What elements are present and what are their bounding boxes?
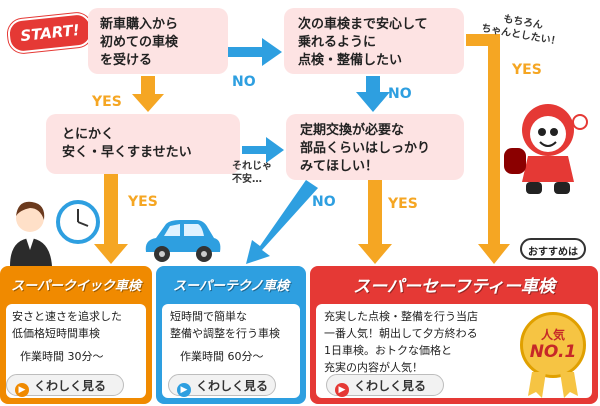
card-title: スーパーセーフティー車検: [353, 277, 555, 297]
card-title: スーパークイック車検: [11, 279, 141, 294]
side-note-line: それじゃ: [232, 161, 272, 172]
yes-label: YES: [128, 194, 158, 210]
q3-line: 安く・早くすませたい: [62, 145, 192, 160]
no-label: NO: [232, 74, 256, 90]
button-label: くわしく見る: [34, 379, 107, 393]
side-note-line: 不安…: [232, 174, 262, 185]
card-desc-line: 整備や調整を行う車検: [170, 327, 280, 340]
card-super-techno: スーパーテクノ車検 短時間で簡単な 整備や調整を行う車検 作業時間 60分～ ▶…: [156, 266, 306, 404]
detail-button-safety[interactable]: ▶ くわしく見る: [326, 374, 444, 397]
card-desc-line: 充実した点検・整備を行う当店: [324, 310, 478, 323]
q3-line: とにかく: [62, 127, 115, 142]
card-desc-line: 充実の内容が人気！: [324, 361, 423, 374]
question-box-1: 新車購入から 初めての車検 を受ける: [88, 8, 228, 74]
badge-line1: 人気: [540, 328, 565, 342]
q2-line: 次の車検まで安心して: [298, 17, 428, 32]
question-box-3: とにかく 安く・早くすませたい: [46, 114, 240, 174]
detail-button-quick[interactable]: ▶ くわしく見る: [6, 374, 124, 397]
card-body: 短時間で簡単な 整備や調整を行う車検 作業時間 60分～ ▶ くわしく見る: [162, 304, 300, 398]
card-time: 作業時間 30分～: [20, 350, 104, 363]
card-desc-line: 1日車検。おトクな価格と: [324, 344, 452, 357]
card-title: スーパーテクノ車検: [172, 279, 290, 294]
yes-label: YES: [512, 62, 542, 78]
arrow-q1-q3: [132, 76, 164, 112]
badge-ribbon: [528, 372, 578, 398]
card-desc: 充実した点検・整備を行う当店 一番人気！朝出して夕方終わる 1日車検。おトクな価…: [324, 308, 478, 376]
popularity-badge: 人気 NO.1: [520, 312, 586, 378]
question-box-2: 次の車検まで安心して 乗れるように 点検・整備したい: [284, 8, 464, 74]
arrow-q3-quick: [94, 174, 128, 264]
q1-line: 初めての車検: [100, 35, 179, 50]
badge-line2: NO.1: [529, 342, 577, 362]
q1-line: 新車購入から: [100, 17, 179, 32]
card-desc-line: 安さと速さを追求した: [12, 310, 122, 323]
q4-line: みてほしい！: [300, 159, 379, 174]
q2-line: 点検・整備したい: [298, 53, 403, 68]
q1-line: を受ける: [100, 53, 153, 68]
q4-line: 部品くらいはしっかり: [300, 141, 431, 156]
detail-button-techno[interactable]: ▶ くわしく見る: [168, 374, 276, 397]
card-super-quick: スーパークイック車検 安さと速さを追求した 低価格短時間車検 作業時間 30分～…: [0, 266, 152, 404]
yes-label: YES: [92, 94, 122, 110]
card-desc: 短時間で簡単な 整備や調整を行う車検: [170, 308, 280, 342]
arrow-right-icon: ▶: [177, 383, 191, 397]
car-illustration: [145, 220, 221, 262]
side-note-soreja: それじゃ 不安…: [232, 160, 272, 186]
card-time: 作業時間 60分～: [180, 350, 264, 363]
card-body: 安さと速さを追求した 低価格短時間車検 作業時間 30分～ ▶ くわしく見る: [6, 304, 146, 398]
arrow-q2-safety: [466, 34, 510, 264]
arrow-right-icon: ▶: [335, 383, 349, 397]
q4-line: 定期交換が必要な: [300, 123, 405, 138]
button-label: くわしく見る: [196, 379, 269, 393]
recommend-label: おすすめは: [528, 247, 578, 258]
yes-label: YES: [388, 196, 418, 212]
card-desc-line: 一番人気！朝出して夕方終わる: [324, 327, 478, 340]
arrow-q2-q4: [356, 76, 390, 112]
no-label: NO: [312, 194, 336, 210]
recommend-bubble: おすすめは: [520, 238, 586, 260]
arrow-q3-q4: [242, 137, 284, 163]
arrow-q1-q2: [228, 38, 282, 66]
q2-line: 乗れるように: [298, 35, 377, 50]
card-desc-line: 低価格短時間車検: [12, 327, 100, 340]
mascot-illustration: [504, 104, 588, 194]
button-label: くわしく見る: [354, 379, 427, 393]
woman-clock-illustration: [10, 200, 100, 266]
start-label: START!: [19, 20, 81, 46]
question-box-4: 定期交換が必要な 部品くらいはしっかり みてほしい！: [286, 114, 464, 180]
no-label: NO: [388, 86, 412, 102]
card-desc-line: 短時間で簡単な: [170, 310, 247, 323]
arrow-q4-safety: [358, 180, 392, 264]
arrow-q4-techno: [246, 180, 318, 264]
card-desc: 安さと速さを追求した 低価格短時間車検: [12, 308, 122, 342]
arrow-right-icon: ▶: [15, 383, 29, 397]
